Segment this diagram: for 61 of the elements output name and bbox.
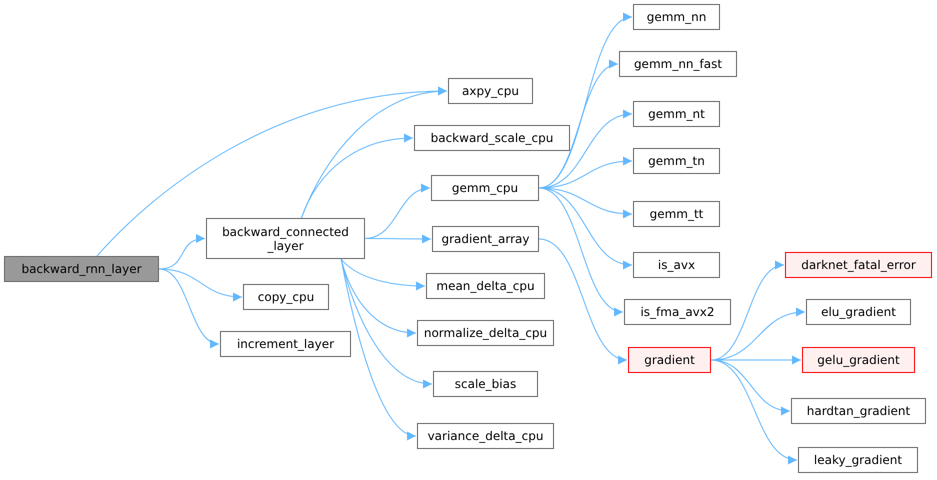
function-name: darknet_fatal_error (801, 258, 916, 272)
function-box (806, 299, 911, 325)
function-box (417, 423, 554, 449)
function-name: is_fma_avx2 (640, 305, 715, 319)
function-box (220, 331, 351, 357)
arrow (300, 134, 414, 218)
function-name: backward_rnn_layer (21, 262, 142, 276)
arrow (538, 238, 628, 362)
function-box (432, 226, 539, 252)
function-box (624, 299, 731, 325)
function-name: leaky_gradient (814, 453, 902, 467)
function-box (243, 284, 329, 310)
function-box (417, 320, 554, 346)
function-box (785, 252, 932, 278)
function-box (206, 218, 365, 259)
arrow (364, 234, 432, 244)
arrow (158, 268, 220, 346)
function-box (431, 175, 539, 201)
function-box (633, 4, 720, 30)
function-name: gelu_gradient (817, 353, 900, 367)
function-box (448, 78, 533, 104)
function-name: gemm_nn (646, 10, 706, 24)
function-name: elu_gradient (821, 305, 896, 319)
function-box (633, 252, 720, 278)
function-name: gemm_nt (648, 107, 705, 121)
function-box (798, 447, 918, 473)
function-box (4, 256, 159, 282)
function-name: is_avx (658, 258, 696, 272)
function-name: gemm_cpu (452, 181, 518, 195)
function-name: normalize_delta_cpu (424, 326, 548, 340)
function-name: copy_cpu (258, 290, 314, 304)
function-box (426, 273, 545, 299)
function-box (791, 398, 926, 424)
function-name: gemm_tn (648, 154, 705, 168)
arrow (340, 258, 416, 337)
function-name: gradient (644, 353, 695, 367)
function-box (628, 347, 711, 373)
function-box (414, 125, 570, 151)
function-name: gradient_array (441, 232, 530, 246)
function-box (633, 201, 720, 227)
function-name: backward_connected _layer (221, 224, 350, 252)
arrow (538, 188, 624, 314)
arrow (710, 360, 798, 463)
function-box (633, 101, 720, 127)
function-name: axpy_cpu (462, 84, 519, 98)
function-box (619, 51, 737, 77)
arrow (340, 258, 426, 290)
function-name: gemm_nn_fast (634, 57, 722, 71)
function-box (802, 347, 915, 373)
function-name: increment_layer (236, 337, 334, 351)
function-name: mean_delta_cpu (436, 279, 535, 293)
function-name: backward_scale_cpu (430, 131, 554, 145)
arrow (340, 258, 432, 388)
function-box (433, 371, 538, 397)
arrow (340, 258, 416, 438)
function-name: gemm_tt (650, 207, 704, 221)
function-name: variance_delta_cpu (428, 429, 544, 443)
function-name: hardtan_gradient (806, 404, 910, 418)
function-name: scale_bias (454, 377, 516, 391)
function-box (633, 148, 720, 174)
arrow (538, 62, 618, 188)
